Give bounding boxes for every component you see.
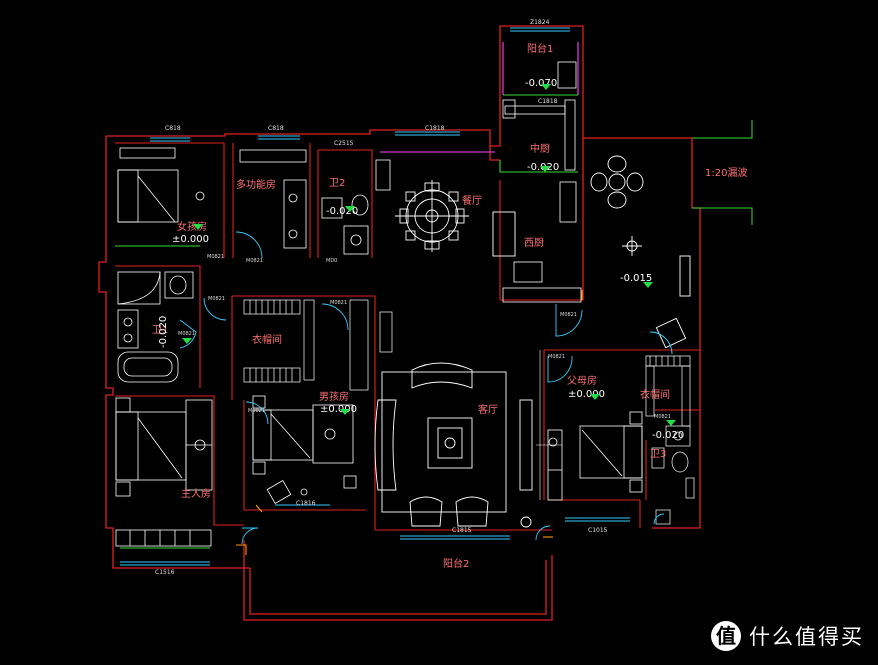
- boy-bed: [252, 395, 357, 504]
- dim-tag-9: C2515: [334, 140, 354, 147]
- door-tag-1: M0821: [207, 254, 224, 260]
- room-label-slope: 1:20漏波: [705, 166, 747, 179]
- dim-tag-7: C1516: [155, 569, 175, 576]
- room-label-kitchen: 中厨: [530, 142, 550, 155]
- room-label-western-kitchen: 西厨: [524, 237, 544, 249]
- living-furniture: [374, 362, 533, 528]
- dim-tag-3: C1818: [425, 125, 445, 132]
- dim-tag-8: C1816: [296, 500, 316, 507]
- door-tag-9: M0821: [178, 331, 195, 337]
- door-tag-2: M0821: [246, 258, 263, 264]
- level-markers: [182, 84, 676, 426]
- dim-tag-10: C1818: [538, 98, 558, 105]
- watermark-text: 什么值得买: [749, 625, 864, 649]
- dimension-tags: C818 C818 C1818 Z1824 C1815 C1015 C1516 …: [155, 19, 608, 576]
- room-label-closet1: 衣帽间: [252, 333, 282, 346]
- dim-tag-6: C1015: [588, 527, 608, 534]
- room-label-closet2: 衣帽间: [640, 388, 670, 401]
- orange-accents: [236, 290, 583, 555]
- door-tag-7: M0821: [654, 414, 671, 420]
- interior-walls: [115, 142, 700, 531]
- slope-box: [692, 120, 753, 225]
- bath1-fixtures: [117, 271, 194, 383]
- crosshairs: [536, 350, 562, 500]
- room-label-balcony2: 阳台2: [443, 557, 469, 570]
- room-label-bath1: 卫1: [152, 325, 168, 336]
- room-labels: 阳台1 中厨 西厨 餐厅 女孩房 多功能房 卫2 卫1 衣帽间 主人房 男孩房 …: [152, 42, 747, 570]
- daughter-bed: [117, 147, 205, 223]
- watermark-logo-icon: 值: [711, 621, 741, 651]
- dining-table: [395, 180, 516, 257]
- master-bed: [115, 397, 213, 547]
- door-tag-3: M0821: [208, 296, 225, 302]
- dim-tag-1: C818: [165, 125, 181, 132]
- level-balcony1: -0.070: [525, 78, 557, 89]
- door-tag-8: M0821: [248, 408, 265, 414]
- door-tag-6: M0821: [548, 354, 565, 360]
- multi-room-furniture: [239, 149, 307, 249]
- room-label-dining: 餐厅: [462, 194, 482, 207]
- room-label-balcony1: 阳台1: [527, 42, 553, 55]
- east-room-furniture: [590, 155, 691, 349]
- level-bath1: -0.020: [158, 316, 169, 348]
- bath2-fixtures: [321, 159, 391, 255]
- windows: [120, 27, 630, 566]
- door-tags: M0821 M0821 M0821 M0821 M0821 M0821 M082…: [178, 254, 671, 420]
- room-label-bath2: 卫2: [329, 178, 345, 189]
- level-east: -0.015: [620, 273, 652, 284]
- room-label-living: 客厅: [478, 403, 498, 416]
- door-tag-4: M0821: [330, 300, 347, 306]
- door-tag-10: MD0: [326, 258, 337, 264]
- kitchen-fixtures: [502, 61, 582, 303]
- level-bath2: -0.020: [326, 206, 358, 217]
- room-label-parents: 父母房: [567, 374, 597, 387]
- room-label-daughter: 女孩房: [177, 220, 207, 233]
- dim-tag-4: Z1824: [530, 19, 550, 26]
- dim-tag-5: C1815: [452, 527, 472, 534]
- closet1-shelves: [243, 299, 393, 391]
- level-bath3: -0.020: [652, 430, 684, 441]
- door-tag-5: M0821: [560, 312, 577, 318]
- room-label-boy: 男孩房: [319, 390, 349, 403]
- watermark: 值 什么值得买: [711, 621, 864, 651]
- room-label-bath3: 卫3: [650, 449, 666, 460]
- closet2-bath3: [645, 355, 695, 525]
- outer-walls: [98, 25, 701, 621]
- level-boy: ±0.000: [320, 404, 357, 415]
- highlight-lines: [115, 42, 579, 549]
- door-swings: [179, 231, 673, 545]
- room-label-multi: 多功能房: [236, 178, 276, 191]
- room-label-master: 主人房: [181, 487, 211, 500]
- level-daughter: ±0.000: [172, 234, 209, 245]
- dim-tag-2: C818: [268, 125, 284, 132]
- level-parents: ±0.000: [568, 389, 605, 400]
- parents-bed: [547, 411, 643, 501]
